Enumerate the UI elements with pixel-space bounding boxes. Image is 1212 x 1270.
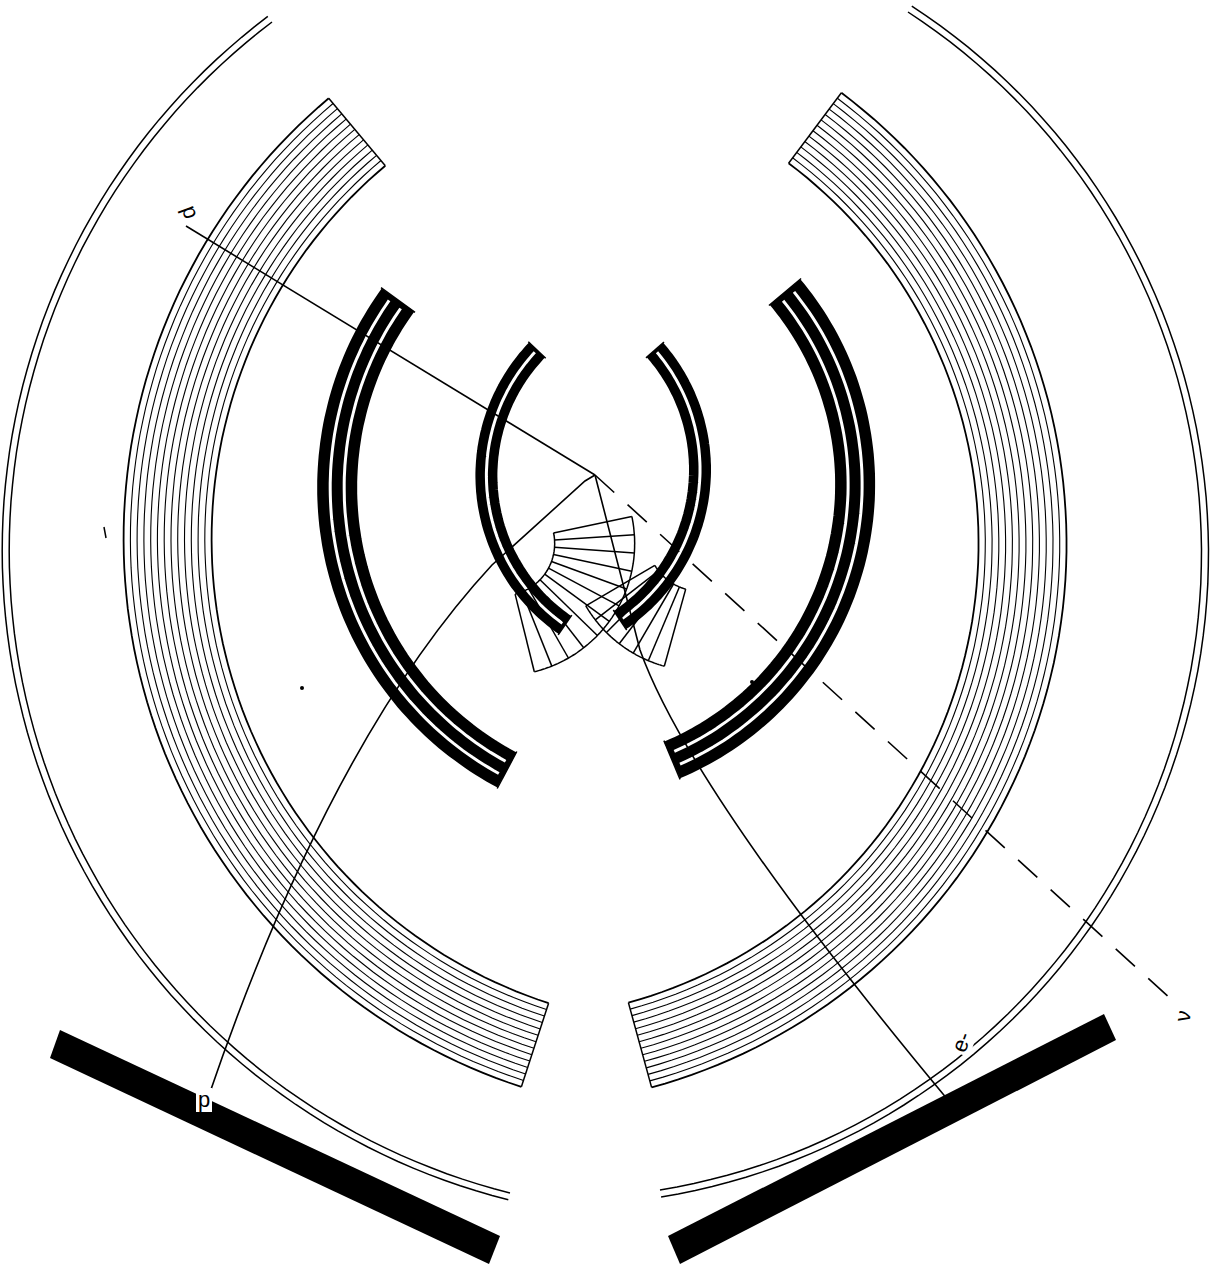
- muon-chamber: [554, 555, 632, 572]
- tick: [104, 527, 106, 538]
- calorimeter: [789, 93, 842, 163]
- calorimeter: [521, 1003, 548, 1087]
- muon-chamber: [522, 592, 552, 666]
- muon-chamber: [515, 594, 534, 672]
- neutrino-track: [595, 475, 1172, 1000]
- particle-label: p: [176, 200, 204, 224]
- muon-chamber: [648, 587, 679, 661]
- drift-chamber: [672, 292, 855, 760]
- calorimeter: [329, 98, 386, 165]
- calorimeter: [205, 161, 547, 1010]
- dot: [300, 686, 304, 690]
- drift-chamber: [674, 301, 848, 752]
- detector-layers: [2, 6, 1208, 1200]
- muon-chamber: [540, 580, 597, 636]
- calorimeter: [630, 158, 985, 1009]
- calorimeter: [628, 163, 978, 1002]
- muon-chamber: [655, 565, 686, 589]
- scintillator-bar: [668, 1014, 1116, 1264]
- vertex-detector: [486, 350, 565, 625]
- track: [208, 475, 595, 1098]
- calorimeter: [212, 166, 549, 1004]
- calorimeter: [632, 152, 992, 1015]
- muon-chamber: [534, 516, 634, 671]
- calorimeter: [137, 109, 525, 1074]
- muon-chamber: [555, 535, 635, 540]
- muon-chamber: [555, 547, 635, 553]
- calorimeter: [652, 93, 1067, 1088]
- muon-chamber: [554, 516, 632, 533]
- drift-chamber: [344, 309, 505, 762]
- drift-chamber: [664, 741, 680, 780]
- calorimeter: [124, 98, 522, 1087]
- calorimeter: [648, 104, 1053, 1075]
- calorimeter: [634, 147, 999, 1022]
- track: [186, 226, 595, 475]
- muon-chamber: [535, 585, 584, 648]
- outer-shell: [661, 6, 1208, 1197]
- drift-chamber: [497, 752, 517, 789]
- particle-label: ν: [1170, 1007, 1196, 1026]
- calorimeter: [637, 136, 1012, 1035]
- calorimeter: [650, 98, 1060, 1081]
- drift-chamber: [769, 279, 801, 306]
- calorimeter: [185, 145, 541, 1029]
- muon-chamber: [545, 574, 610, 621]
- calorimeter: [628, 1003, 651, 1088]
- particle-tracks: [186, 226, 1172, 1100]
- calorimeter: [157, 124, 532, 1054]
- outer-shell: [660, 12, 1202, 1190]
- particle-label: p: [196, 1088, 212, 1112]
- scintillator-bar: [50, 1030, 500, 1264]
- outer-shell: [9, 22, 510, 1193]
- calorimeter: [151, 119, 530, 1061]
- calorimeter: [171, 135, 536, 1042]
- calorimeter: [178, 140, 538, 1036]
- calorimeter: [636, 142, 1006, 1029]
- particle-label: e-: [946, 1027, 977, 1057]
- muon-chamber: [664, 589, 685, 666]
- calorimeter: [198, 155, 544, 1016]
- drift-chamber: [330, 300, 499, 773]
- vertex-detector: [528, 342, 545, 359]
- dot: [750, 680, 754, 684]
- track: [595, 475, 948, 1100]
- outer-shell: [2, 16, 508, 1199]
- drift-chamber: [381, 288, 415, 313]
- muon-chamber: [549, 568, 620, 606]
- vertex-detector: [646, 342, 664, 358]
- calorimeter: [164, 129, 534, 1048]
- muon-chamber: [633, 584, 673, 653]
- calorimeter: [130, 104, 523, 1081]
- calorimeter: [639, 131, 1019, 1042]
- vertex-detector: [486, 352, 562, 623]
